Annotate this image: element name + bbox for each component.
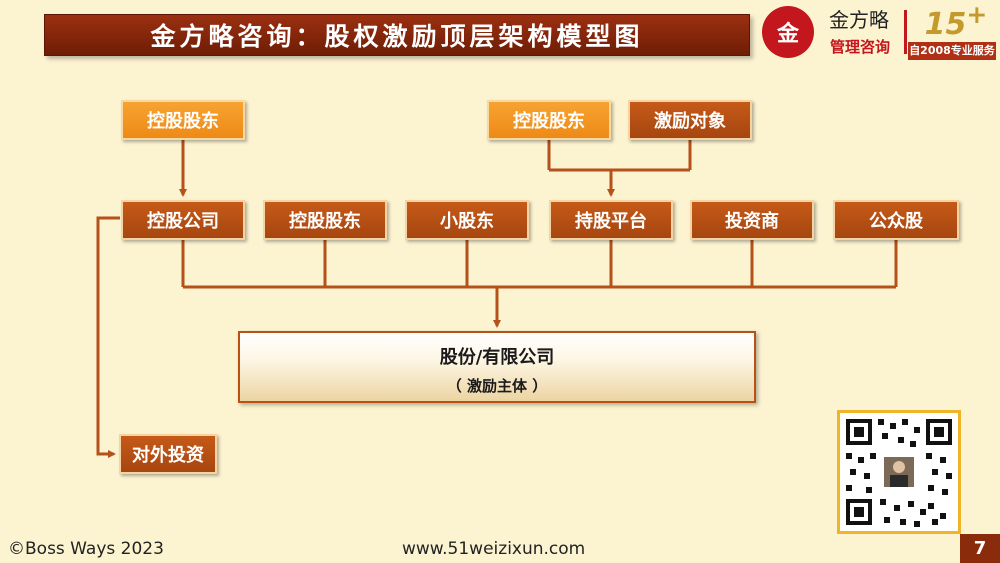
qr-pattern bbox=[846, 419, 952, 527]
arrow-to-outbound bbox=[96, 216, 120, 458]
brand-logo: 金 金方略 管理咨询 15+ 自2008专业服务 bbox=[760, 0, 996, 62]
logo-divider bbox=[904, 10, 907, 54]
years-plus: + bbox=[966, 0, 988, 29]
node-investor: 投资商 bbox=[690, 200, 814, 240]
node-public-shares: 公众股 bbox=[833, 200, 959, 240]
page-title: 金方略咨询：股权激励顶层架构模型图 bbox=[44, 14, 750, 56]
node-top-controlling-shareholder-2: 控股股东 bbox=[487, 100, 611, 140]
brand-subtitle: 管理咨询 bbox=[829, 38, 890, 56]
node-holding-platform: 持股平台 bbox=[549, 200, 673, 240]
node-incentive-entity: 股份/有限公司 （ 激励主体 ） bbox=[238, 331, 756, 403]
qr-code bbox=[837, 410, 961, 534]
footer-url[interactable]: www.51weizixun.com bbox=[402, 539, 586, 559]
footer-copyright: ©Boss Ways 2023 bbox=[8, 539, 164, 559]
seal-icon: 金 bbox=[762, 6, 814, 58]
years-badge-text: 自2008专业服务 bbox=[908, 42, 996, 60]
node-incentive-target: 激励对象 bbox=[628, 100, 752, 140]
page-number: 7 bbox=[960, 534, 1000, 563]
node-minor-shareholder: 小股东 bbox=[405, 200, 529, 240]
node-top-controlling-shareholder: 控股股东 bbox=[121, 100, 245, 140]
node-outbound-investment: 对外投资 bbox=[119, 434, 217, 474]
entity-title: 股份/有限公司 bbox=[439, 347, 555, 368]
entity-subtitle: （ 激励主体 ） bbox=[446, 377, 548, 395]
brand-name: 金方略 bbox=[829, 8, 889, 32]
years-badge: 15+ bbox=[920, 0, 992, 42]
node-controlling-shareholder: 控股股东 bbox=[263, 200, 387, 240]
years-number: 15 bbox=[924, 7, 967, 42]
node-holding-company: 控股公司 bbox=[121, 200, 245, 240]
